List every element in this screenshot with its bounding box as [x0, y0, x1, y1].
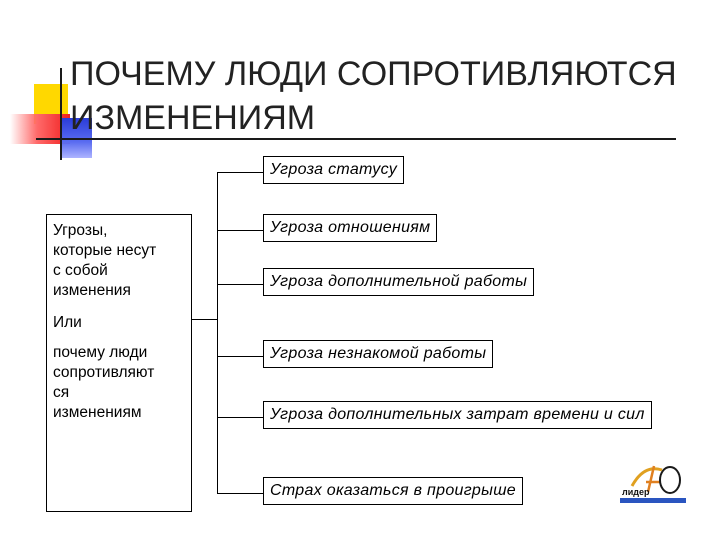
- connector-main: [192, 319, 218, 320]
- threat-box: Угроза дополнительной работы: [263, 268, 534, 296]
- source-line: изменениям: [53, 403, 185, 423]
- threat-box: Страх оказаться в проигрыше: [263, 477, 523, 505]
- connector-spine: [217, 172, 218, 494]
- or-label: Или: [53, 313, 185, 333]
- source-line: с собой: [53, 261, 185, 281]
- decor-vertical-line: [60, 68, 62, 160]
- connector-branch: [217, 230, 263, 231]
- threat-box: Угроза отношениям: [263, 214, 437, 242]
- logo-text: лидер: [622, 487, 650, 497]
- threat-box: Угроза статусу: [263, 156, 404, 184]
- source-line: ся: [53, 383, 185, 403]
- source-line: почему люди: [53, 343, 185, 363]
- threat-box: Угроза незнакомой работы: [263, 340, 493, 368]
- logo-icon: лидер: [614, 462, 694, 508]
- source-line: Угрозы,: [53, 221, 185, 241]
- source-line: изменения: [53, 281, 185, 301]
- connector-branch: [217, 417, 263, 418]
- connector-branch: [217, 356, 263, 357]
- slide-title: ПОЧЕМУ ЛЮДИ СОПРОТИВЛЯЮТСЯ ИЗМЕНЕНИЯМ: [70, 52, 710, 140]
- connector-branch: [217, 493, 263, 494]
- source-box: Угрозы, которые несут с собой изменения …: [46, 214, 192, 512]
- connector-branch: [217, 172, 263, 173]
- threat-box: Угроза дополнительных затрат времени и с…: [263, 401, 652, 429]
- source-line: которые несут: [53, 241, 185, 261]
- source-line: сопротивляют: [53, 363, 185, 383]
- connector-branch: [217, 284, 263, 285]
